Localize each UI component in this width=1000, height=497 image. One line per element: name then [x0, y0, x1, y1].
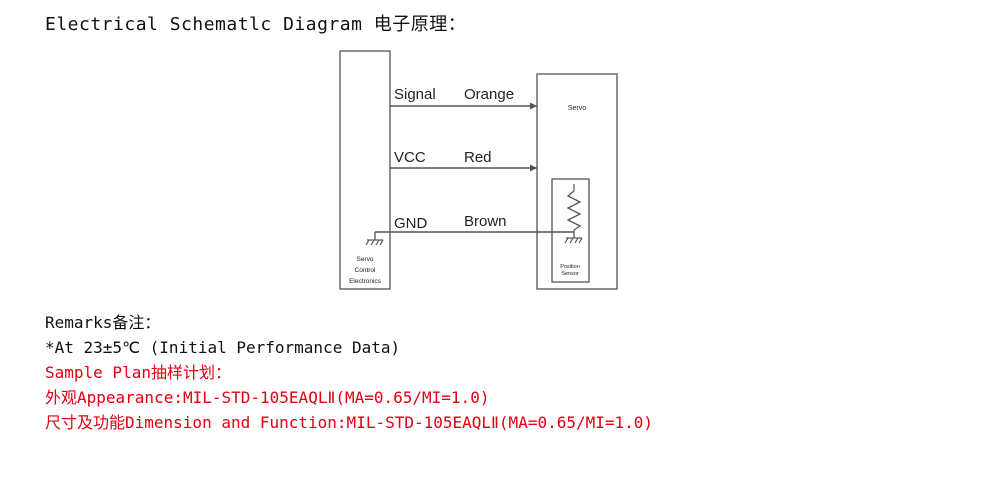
controller-label-line-2: Control [355, 267, 377, 274]
controller-label-line-1: Servo [357, 256, 374, 263]
vcc-arrow-icon [530, 164, 537, 172]
servo-label: Servo [568, 105, 586, 112]
sample-plan-title: Sample Plan抽样计划： [45, 363, 231, 382]
controller-label-line-3: Electronics [349, 278, 382, 285]
vcc-label: VCC [394, 149, 426, 166]
ground-icon [564, 237, 583, 244]
servo-box [536, 73, 618, 290]
vcc-color-label: Red [464, 149, 492, 166]
potentiometer-icon [566, 190, 582, 231]
sensor-label-line-2: Sensor [561, 271, 579, 277]
page-title: Electrical Schematlc Diagram 电子原理： [45, 14, 467, 35]
signal-color-label: Orange [464, 86, 514, 103]
signal-label: Signal [394, 86, 436, 103]
signal-arrow-icon [530, 102, 537, 110]
gnd-label: GND [394, 215, 428, 232]
dimension-function-spec: 尺寸及功能Dimension and Function:MIL-STD-105E… [45, 413, 654, 432]
appearance-spec: 外观Appearance:MIL-STD-105EAQLⅡ(MA=0.65/MI… [45, 388, 490, 407]
electrical-schematic: Signal Orange VCC Red GND Brown Servo Se… [339, 50, 618, 290]
ground-icon [365, 239, 384, 246]
position-sensor-box [551, 178, 590, 283]
sensor-label-line-1: Position [560, 264, 580, 270]
controller-box [339, 50, 391, 290]
gnd-color-label: Brown [464, 213, 507, 230]
remarks-title: Remarks备注： [45, 313, 161, 332]
test-condition: *At 23±5℃ (Initial Performance Data) [45, 338, 401, 357]
remarks-section: Remarks备注： *At 23±5℃ (Initial Performanc… [45, 310, 653, 435]
